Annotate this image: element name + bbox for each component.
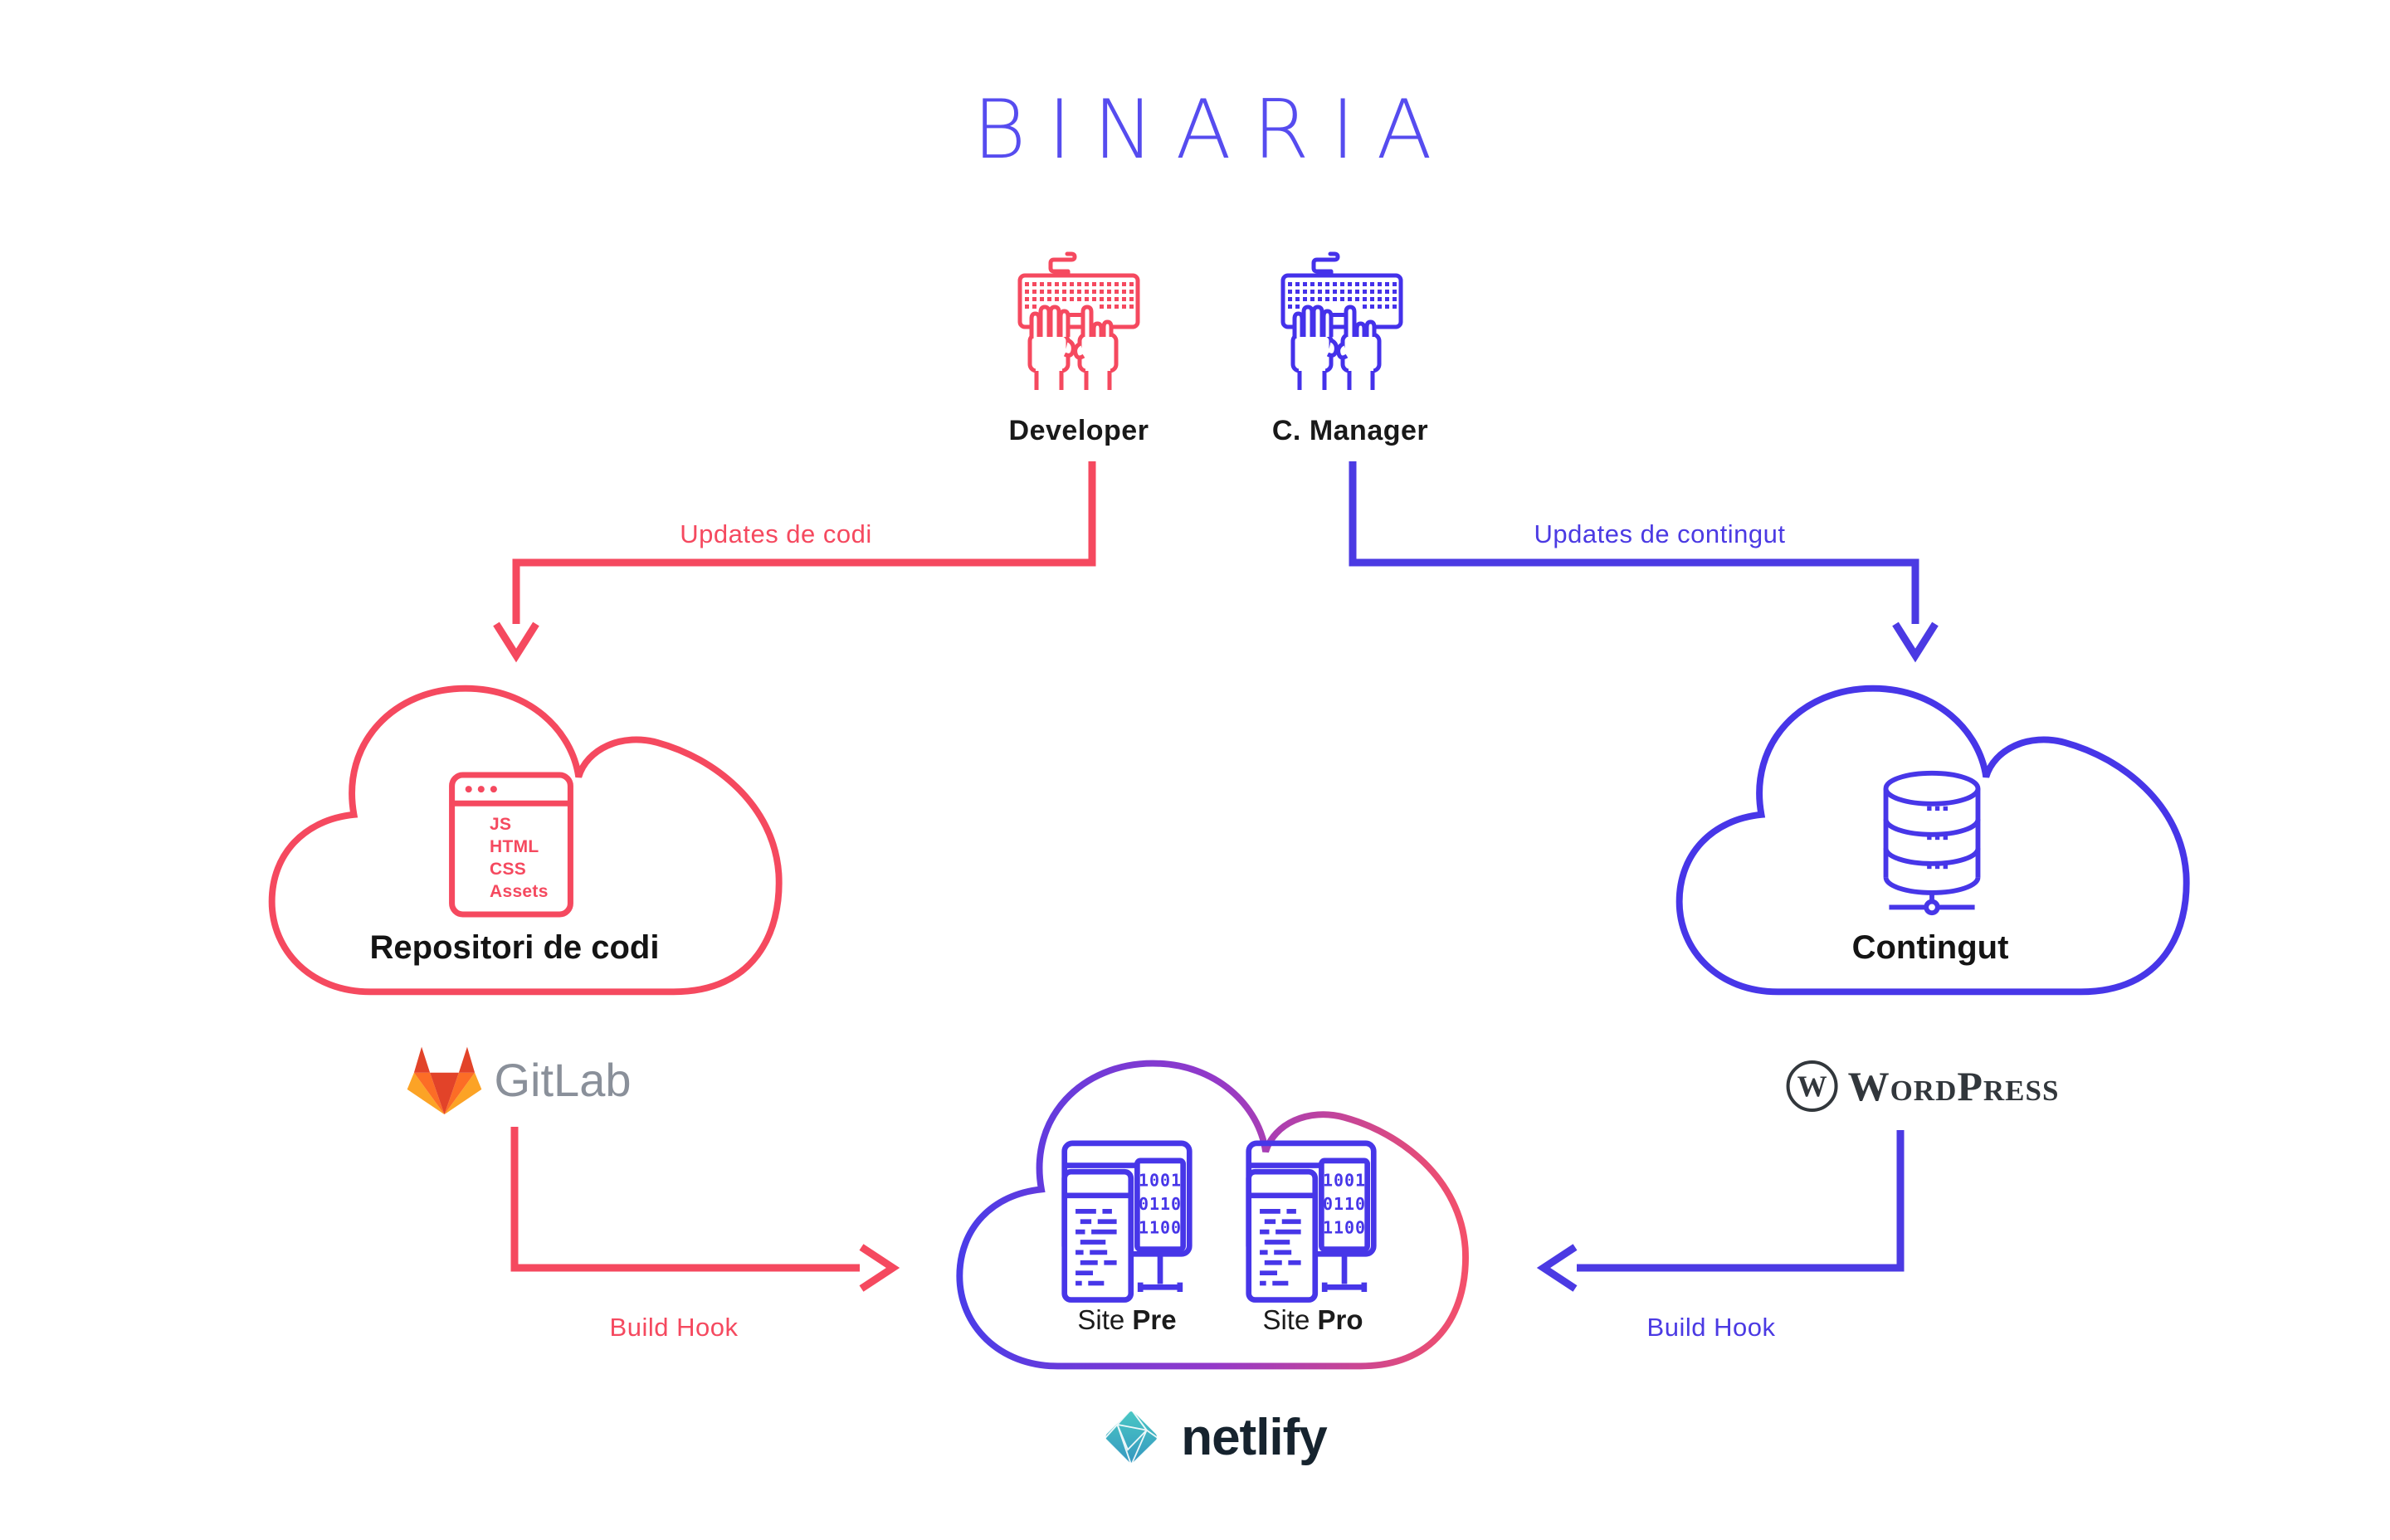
binary-row: 1001 <box>1323 1170 1366 1190</box>
database-icon <box>1883 770 1981 916</box>
binary-row: 1100 <box>1139 1218 1182 1238</box>
site-env: Pre <box>1132 1304 1177 1335</box>
site-pre-label: Site Pre <box>1077 1304 1176 1336</box>
wordpress-w-icon: W <box>1786 1060 1838 1112</box>
build-hook-left-arrow <box>510 1127 900 1292</box>
binary-row: 1001 <box>1139 1170 1182 1190</box>
site-pre-icon: 1001 0110 1100 <box>1061 1140 1193 1303</box>
build-hook-right-label: Build Hook <box>1646 1313 1776 1342</box>
hosting-cloud-outline <box>956 1060 1469 1370</box>
updates-de-codi-label: Updates de codi <box>680 519 872 548</box>
developer-keyboard-icon <box>1017 251 1140 390</box>
code-file: CSS <box>490 860 527 879</box>
site-pro-label: Site Pro <box>1262 1304 1363 1336</box>
content-cloud-outline <box>1675 685 2190 996</box>
gitlab-logo: GitLab <box>407 1044 632 1115</box>
wordpress-wordmark: WordPress <box>1847 1063 2060 1109</box>
site-env: Pro <box>1317 1304 1363 1335</box>
wordpress-logo: W WordPress <box>1785 1059 2060 1114</box>
site-word: Site <box>1077 1304 1125 1335</box>
code-file: Assets <box>490 882 549 901</box>
repo-cloud-outline <box>268 685 783 996</box>
svg-text:W: W <box>1797 1070 1827 1103</box>
code-file: JS <box>490 815 512 834</box>
gitlab-tanuki-icon <box>407 1046 482 1115</box>
netlify-logo: netlify <box>1096 1402 1328 1472</box>
netlify-wordmark: netlify <box>1181 1408 1328 1466</box>
site-word: Site <box>1262 1304 1310 1335</box>
site-pro-icon: 1001 0110 1100 <box>1246 1140 1377 1303</box>
manager-label: C. Manager <box>1271 415 1429 446</box>
code-window-icon <box>449 772 573 918</box>
manager-keyboard-icon <box>1280 251 1403 390</box>
code-files-list: JS HTML CSS Assets <box>490 813 549 903</box>
code-file: HTML <box>490 837 539 856</box>
binary-row: 0110 <box>1323 1194 1366 1214</box>
build-hook-right-arrow <box>1536 1130 1905 1292</box>
updates-de-contingut-label: Updates de contingut <box>1534 519 1786 548</box>
content-updates-arrow <box>1349 461 1939 663</box>
netlify-diamond-icon <box>1104 1407 1160 1468</box>
content-cloud-label: Contingut <box>1851 929 2009 966</box>
gitlab-wordmark: GitLab <box>494 1053 632 1106</box>
code-updates-arrow <box>493 461 1096 663</box>
binary-row: 1100 <box>1323 1218 1366 1238</box>
repo-cloud-label: Repositori de codi <box>369 929 660 966</box>
brand-logo: BINARIA <box>973 83 1454 178</box>
developer-label: Developer <box>1008 415 1149 446</box>
build-hook-left-label: Build Hook <box>609 1313 739 1342</box>
binary-row: 0110 <box>1139 1194 1182 1214</box>
